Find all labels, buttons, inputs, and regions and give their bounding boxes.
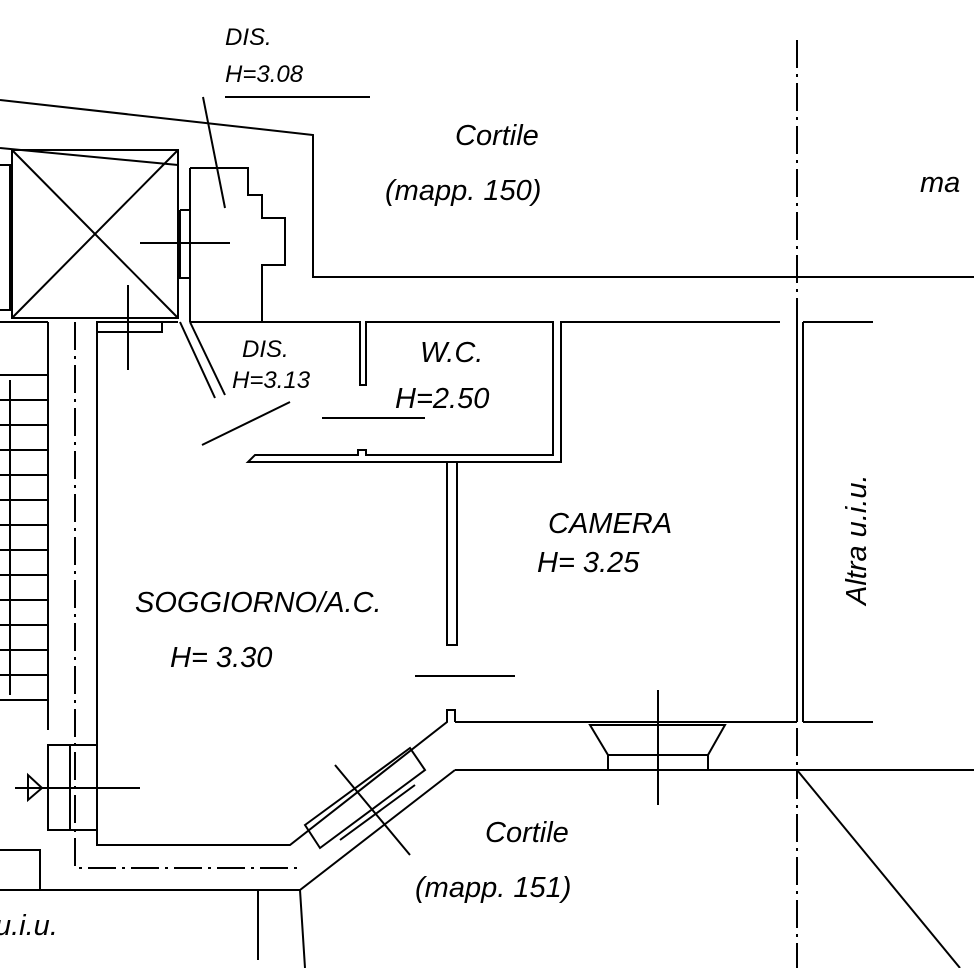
label-camera: CAMERA [548, 508, 672, 540]
stairs [0, 374, 48, 701]
label-uiu-bottom-left: u.i.u. [0, 910, 58, 942]
label-altra-uiu: Altra u.i.u. [841, 474, 873, 607]
label-wc: W.C. [420, 337, 483, 369]
label-mapp-151: (mapp. 151) [415, 872, 571, 904]
elevator-shaft [0, 149, 230, 370]
room-labels: DIS. H=3.08 Cortile (mapp. 150) ma DIS. … [0, 24, 960, 942]
label-dis-top-height: H=3.08 [225, 61, 304, 88]
label-soggiorno-height: H= 3.30 [170, 642, 272, 674]
label-cortile-top: Cortile [455, 120, 539, 152]
label-soggiorno: SOGGIORNO/A.C. [135, 587, 382, 619]
axis-lines [74, 40, 961, 968]
label-mapp-right: ma [920, 167, 960, 199]
label-camera-height: H= 3.25 [537, 547, 640, 579]
label-dis-mid-height: H=3.13 [232, 367, 311, 394]
label-wc-height: H=2.50 [395, 383, 489, 415]
label-mapp-150: (mapp. 150) [385, 175, 541, 207]
label-dis-top: DIS. [225, 24, 272, 51]
label-dis-mid: DIS. [242, 336, 289, 363]
window-and-door-marks [15, 96, 727, 856]
label-cortile-bottom: Cortile [485, 817, 569, 849]
